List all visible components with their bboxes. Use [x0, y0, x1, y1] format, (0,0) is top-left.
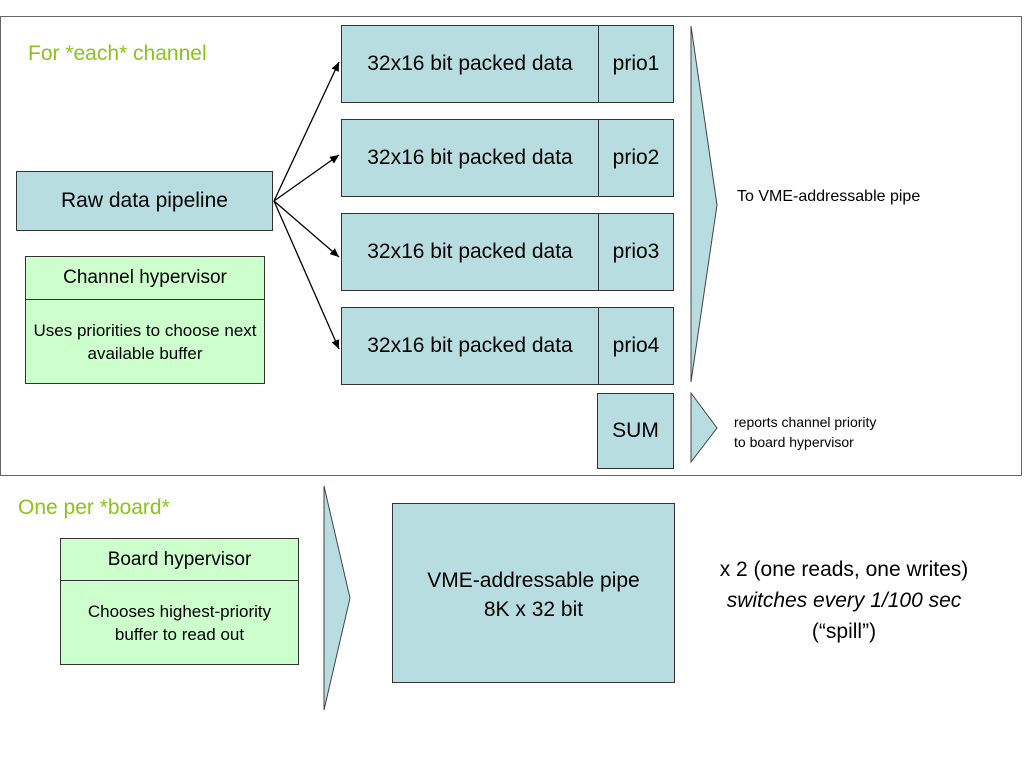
buffer-data-label: 32x16 bit packed data	[342, 308, 599, 384]
channel-hypervisor-title: Channel hypervisor	[26, 257, 264, 300]
channel-hypervisor-box: Channel hypervisor Uses priorities to ch…	[25, 256, 265, 384]
sum-output-chevron	[690, 391, 718, 464]
vme-pipe-line2: 8K x 32 bit	[483, 598, 584, 621]
board-section-title: One per *board*	[18, 496, 170, 519]
arrow-to-prio3	[273, 200, 340, 258]
buffers-output-chevron	[690, 25, 718, 383]
vme-note-line3: (“spill”)	[811, 620, 877, 643]
buffer-data-label: 32x16 bit packed data	[342, 26, 599, 102]
arrow-to-prio4	[273, 200, 340, 350]
board-hypervisor-description: Chooses highest-priority buffer to read …	[87, 602, 272, 644]
reports-label: reports channel priority to board hyperv…	[734, 412, 876, 452]
board-input-chevron	[323, 485, 351, 711]
arrow-to-prio2	[273, 154, 340, 202]
vme-pipe-line1: VME-addressable pipe	[427, 569, 640, 592]
vme-pipe-note: x 2 (one reads, one writes) switches eve…	[684, 554, 1004, 647]
buffer-prio-label: prio2	[612, 146, 660, 169]
buffer-prio-label: prio4	[612, 334, 660, 357]
arrow-to-prio1	[273, 61, 340, 202]
channel-section-title: For *each* channel	[28, 42, 207, 65]
buffer-data-label: 32x16 bit packed data	[342, 214, 599, 290]
to-vme-label: To VME-addressable pipe	[737, 188, 921, 205]
buffer-prio-label: prio1	[612, 52, 660, 75]
buffer-data-label: 32x16 bit packed data	[342, 120, 599, 196]
buffer-prio1: 32x16 bit packed data prio1	[341, 25, 674, 103]
vme-note-line2: switches every 1/100 sec	[726, 589, 962, 612]
reports-label-line2: to board hypervisor	[734, 434, 854, 450]
reports-label-line1: reports channel priority	[734, 414, 877, 430]
buffer-prio-label: prio3	[612, 240, 660, 263]
channel-section-frame	[0, 16, 1022, 476]
board-hypervisor-title: Board hypervisor	[61, 539, 298, 581]
buffer-prio2: 32x16 bit packed data prio2	[341, 119, 674, 197]
sum-box: SUM	[597, 393, 674, 469]
vme-pipe-box: VME-addressable pipe 8K x 32 bit	[392, 503, 675, 683]
buffer-prio3: 32x16 bit packed data prio3	[341, 213, 674, 291]
raw-data-pipeline-box: Raw data pipeline	[16, 171, 273, 231]
board-hypervisor-box: Board hypervisor Chooses highest-priorit…	[60, 538, 299, 665]
buffer-prio4: 32x16 bit packed data prio4	[341, 307, 674, 385]
channel-hypervisor-description: Uses priorities to choose next available…	[33, 321, 257, 363]
vme-note-line1: x 2 (one reads, one writes)	[719, 558, 969, 581]
